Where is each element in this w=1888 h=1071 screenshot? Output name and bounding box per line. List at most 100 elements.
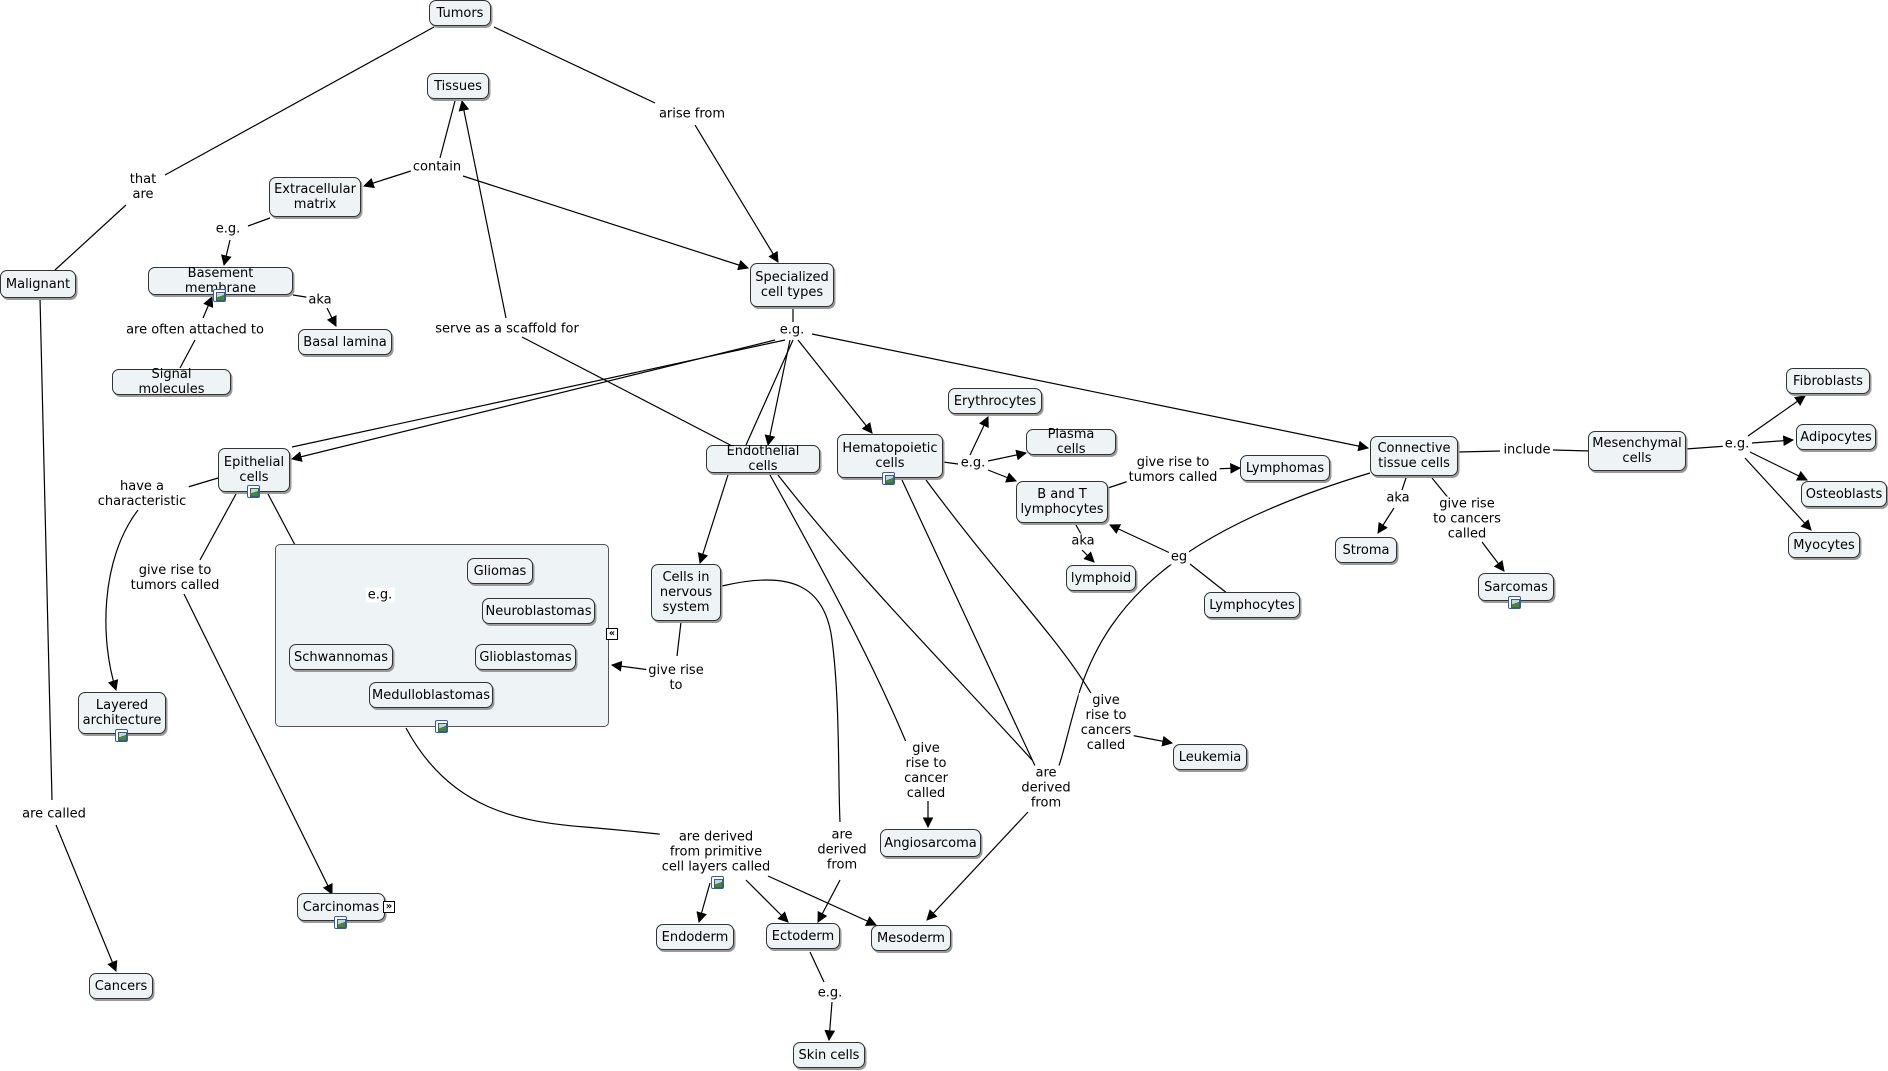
expand-carcinomas-icon[interactable]: »	[383, 901, 395, 913]
edge-derived-mesoderm	[926, 811, 1029, 921]
node-erythrocytes[interactable]: Erythrocytes	[948, 388, 1042, 414]
edge-signal-attached	[179, 339, 196, 369]
node-b-and-t-lymphocytes[interactable]: B and T lymphocytes	[1016, 481, 1108, 523]
label-eg-hemato[interactable]: e.g.	[958, 455, 988, 471]
node-fibroblasts[interactable]: Fibroblasts	[1786, 368, 1870, 394]
label-give-rise-lymphomas[interactable]: give rise to tumors called	[1126, 455, 1220, 485]
edge-eg-adipo	[1751, 435, 1795, 447]
node-tumors[interactable]: Tumors	[429, 0, 491, 26]
label-often-attached[interactable]: are often attached to	[124, 322, 266, 338]
node-layered-architecture[interactable]: Layered architecture	[78, 692, 166, 734]
edge-eg-skin	[824, 1001, 836, 1042]
node-cancers[interactable]: Cancers	[89, 973, 153, 999]
node-osteoblasts[interactable]: Osteoblasts	[1801, 481, 1887, 507]
label-aka-stroma[interactable]: aka	[1384, 490, 1412, 506]
node-lymphocytes[interactable]: Lymphocytes	[1204, 592, 1300, 618]
edge-contain-ecm	[362, 169, 415, 189]
node-mesoderm[interactable]: Mesoderm	[871, 925, 951, 951]
edge-aka-stroma	[1377, 507, 1395, 534]
edge-bt-aka	[1075, 524, 1082, 535]
label-arise-from[interactable]: arise from	[656, 106, 728, 122]
node-schwannomas[interactable]: Schwannomas	[289, 644, 393, 670]
label-are-called[interactable]: are called	[20, 806, 88, 822]
node-lymphoid[interactable]: lymphoid	[1066, 565, 1136, 591]
node-skin-cells[interactable]: Skin cells	[793, 1042, 865, 1068]
edge-eg-endothelial-2	[745, 339, 794, 446]
node-adipocytes[interactable]: Adipocytes	[1796, 424, 1876, 450]
edge-tumors-that-are	[164, 26, 435, 176]
label-derived-primitive[interactable]: are derived from primitive cell layers c…	[659, 829, 773, 875]
label-have-characteristic[interactable]: have a characteristic	[95, 479, 189, 509]
node-signal-molecules[interactable]: Signal molecules	[112, 367, 231, 397]
group-image-icon[interactable]	[435, 720, 448, 733]
node-neuroblastomas[interactable]: Neuroblastomas	[482, 598, 595, 624]
label-derived-from-mesoderm[interactable]: are derived from	[1019, 765, 1073, 811]
label-give-rise-to[interactable]: give rise to	[646, 663, 706, 693]
node-myocytes[interactable]: Myocytes	[1788, 532, 1860, 558]
edge-hemato-eg	[942, 461, 959, 465]
edge-primitive-mesoderm	[767, 875, 877, 926]
edge-eg-basement	[221, 239, 232, 267]
label-eg-mesenchymal[interactable]: e.g.	[1722, 436, 1752, 452]
sarcomas-image-icon[interactable]	[1508, 596, 1521, 609]
label-that-are[interactable]: that are	[127, 172, 159, 202]
label-give-rise-angiosarcoma[interactable]: give rise to cancer called	[902, 741, 950, 801]
node-endoderm[interactable]: Endoderm	[656, 924, 734, 950]
label-eg-skin[interactable]: e.g.	[815, 985, 845, 1001]
edge-called-cancers	[55, 824, 118, 972]
label-derived-from-ectoderm[interactable]: are derived from	[815, 827, 869, 873]
label-give-rise-leukemia[interactable]: give rise to cancers called	[1078, 693, 1134, 753]
node-stroma[interactable]: Stroma	[1335, 537, 1397, 563]
edge-nervous-giverise	[676, 621, 682, 657]
node-malignant[interactable]: Malignant	[0, 270, 76, 298]
edge-epithelial-have	[187, 477, 219, 488]
node-gliomas[interactable]: Gliomas	[467, 558, 533, 584]
node-leukemia[interactable]: Leukemia	[1173, 744, 1247, 770]
carcinomas-image-icon[interactable]	[334, 916, 347, 929]
node-basal-lamina[interactable]: Basal lamina	[298, 329, 392, 355]
node-plasma-cells[interactable]: Plasma cells	[1026, 427, 1116, 457]
basement-membrane-image-icon[interactable]	[213, 289, 226, 302]
edge-connective-include	[1458, 450, 1501, 453]
hematopoietic-image-icon[interactable]	[882, 472, 895, 485]
label-eg-group[interactable]: e.g.	[365, 587, 395, 603]
node-endothelial-cells[interactable]: Endothelial cells	[706, 444, 820, 474]
node-extracellular-matrix[interactable]: Extracellular matrix	[269, 177, 361, 217]
node-lymphomas[interactable]: Lymphomas	[1240, 455, 1330, 481]
node-carcinomas[interactable]: Carcinomas	[297, 893, 385, 921]
node-tissues[interactable]: Tissues	[427, 73, 489, 99]
edge-aka-basal	[326, 307, 337, 327]
edge-eg-epithelial-2	[291, 339, 786, 448]
label-give-rise-sarcomas[interactable]: give rise to cancers called	[1431, 496, 1503, 542]
label-scaffold[interactable]: serve as a scaffold for	[433, 321, 581, 337]
edge-eg-hemato	[797, 339, 873, 434]
label-give-rise-carcinomas[interactable]: give rise to tumors called	[128, 563, 222, 593]
node-specialized-cell-types[interactable]: Specialized cell types	[750, 263, 834, 307]
collapse-group-icon[interactable]: «	[606, 628, 618, 640]
edge-endothelial-derived	[777, 474, 1033, 761]
label-eg-lymphocytes[interactable]: eg	[1168, 549, 1190, 565]
node-angiosarcoma[interactable]: Angiosarcoma	[880, 829, 981, 857]
layered-architecture-image-icon[interactable]	[115, 729, 128, 742]
node-medulloblastomas[interactable]: Medulloblastomas	[369, 682, 493, 708]
label-aka-lymphoid[interactable]: aka	[1069, 533, 1097, 549]
label-aka-basal[interactable]: aka	[306, 292, 334, 308]
node-cells-in-nervous-system[interactable]: Cells in nervous system	[651, 564, 721, 621]
epithelial-image-icon[interactable]	[247, 485, 260, 498]
edge-giverise-sarcomas	[1481, 541, 1505, 572]
node-connective-tissue-cells[interactable]: Connective tissue cells	[1370, 436, 1458, 476]
label-eg-specialized[interactable]: e.g.	[777, 322, 807, 338]
primitive-layers-image-icon[interactable]	[711, 876, 724, 889]
edge-giverise-carcinomas	[183, 593, 333, 895]
edge-primitive-ectoderm	[745, 879, 789, 923]
label-include[interactable]: include	[1501, 442, 1553, 458]
edge-hemato-derived	[901, 479, 1037, 769]
label-contain[interactable]: contain	[410, 159, 464, 175]
label-eg-ecm[interactable]: e.g.	[213, 221, 243, 237]
node-hematopoietic-cells[interactable]: Hematopoietic cells	[837, 434, 943, 478]
node-ectoderm[interactable]: Ectoderm	[766, 923, 840, 949]
node-mesenchymal-cells[interactable]: Mesenchymal cells	[1588, 431, 1686, 471]
node-glioblastomas[interactable]: Glioblastomas	[475, 644, 576, 670]
edge-endothelial-scaffold	[521, 336, 737, 449]
